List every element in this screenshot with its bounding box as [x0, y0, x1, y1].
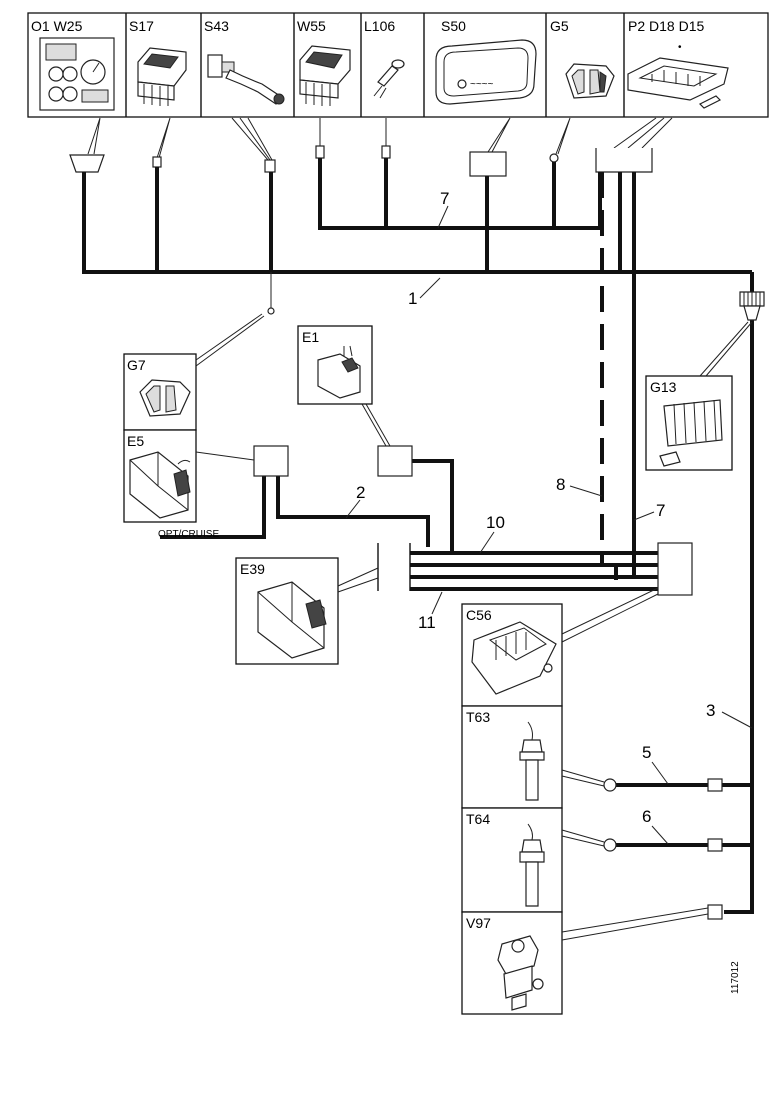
component-label-t64: T64 [466, 811, 490, 827]
component-label-g5: G5 [550, 18, 569, 34]
component-label-l106: L106 [364, 18, 395, 34]
component-label-s43: S43 [204, 18, 229, 34]
switch-icon [137, 47, 187, 106]
connector-e5 [253, 445, 289, 477]
connector-e1 [377, 445, 413, 477]
fuse-board-icon: • [627, 42, 729, 109]
component-label-e1: E1 [302, 329, 319, 345]
connector-s50 [469, 151, 507, 177]
component-label-v97: V97 [466, 915, 491, 931]
component-e5: E5 [123, 429, 255, 523]
connector-t64 [603, 838, 617, 852]
control-panel-icon: ~~~~ [435, 39, 537, 105]
component-label-e5: E5 [127, 433, 144, 449]
component-e1: E1 [297, 325, 391, 447]
component-t64: T64 [461, 807, 605, 913]
wire-number-5: 5 [642, 743, 651, 762]
wire-number-7-right: 7 [656, 501, 665, 520]
component-label-e39: E39 [240, 561, 265, 577]
connector-v97 [707, 904, 723, 920]
component-label-g7: G7 [127, 357, 146, 373]
instrument-panel-icon [39, 37, 115, 111]
wire-number-8: 8 [556, 475, 565, 494]
connectors-top [69, 145, 653, 177]
connector-g5 [549, 153, 559, 163]
connector-t63 [603, 778, 617, 792]
component-v97: V97 [461, 907, 709, 1015]
splice-wire-6 [707, 838, 723, 852]
component-label-p2: P2 D18 D15 [628, 18, 704, 34]
wire-number-10: 10 [486, 513, 505, 532]
ground-connector-icon [739, 291, 765, 321]
component-label-w55: W55 [297, 18, 326, 34]
brand-mark: ~~~~ [470, 79, 494, 90]
fuse-block-icon [565, 63, 615, 99]
wire-number-6: 6 [642, 807, 651, 826]
component-label-s50: S50 [441, 18, 466, 34]
connector-s43 [264, 159, 276, 173]
connector-c56 [657, 542, 693, 596]
connector-p2 [595, 148, 653, 173]
connector-s17 [152, 156, 162, 168]
connectors-mid [253, 291, 765, 920]
pin-mark: • [678, 42, 682, 53]
option-label: OPT/CRUISE [158, 529, 219, 540]
switch-icon [299, 45, 351, 106]
component-e39: E39 [235, 557, 379, 665]
bulb-icon [373, 59, 405, 99]
wire-number-3: 3 [706, 701, 715, 720]
component-label-o1: O1 W25 [31, 18, 83, 34]
component-label-s17: S17 [129, 18, 154, 34]
wire-number-11: 11 [418, 613, 436, 632]
callout-leaders [87, 117, 673, 161]
wire-number-1: 1 [408, 289, 417, 308]
wire-harness [82, 158, 754, 914]
splice-wire-5 [707, 778, 723, 792]
lever-switch-icon [207, 54, 285, 105]
wire-number-7-top: 7 [440, 189, 449, 208]
top-component-strip: O1 W25 S17 S43 W55 L106 S50 G5 P2 D18 D1… [27, 12, 769, 118]
connector-l106 [381, 145, 391, 159]
wire-number-2: 2 [356, 483, 365, 502]
component-g7: G7 [123, 313, 265, 431]
component-c56: C56 [461, 587, 659, 707]
component-label-t63: T63 [466, 709, 490, 725]
connector-o1 [69, 154, 105, 173]
reference-number: 117012 [730, 961, 741, 994]
component-t63: T63 [461, 705, 605, 809]
component-g13: G13 [645, 321, 753, 471]
component-label-g13: G13 [650, 379, 677, 395]
connector-w55 [315, 145, 325, 159]
wire-number-labels: 1 2 3 5 6 7 7 8 10 11 [345, 189, 753, 845]
component-label-c56: C56 [466, 607, 492, 623]
